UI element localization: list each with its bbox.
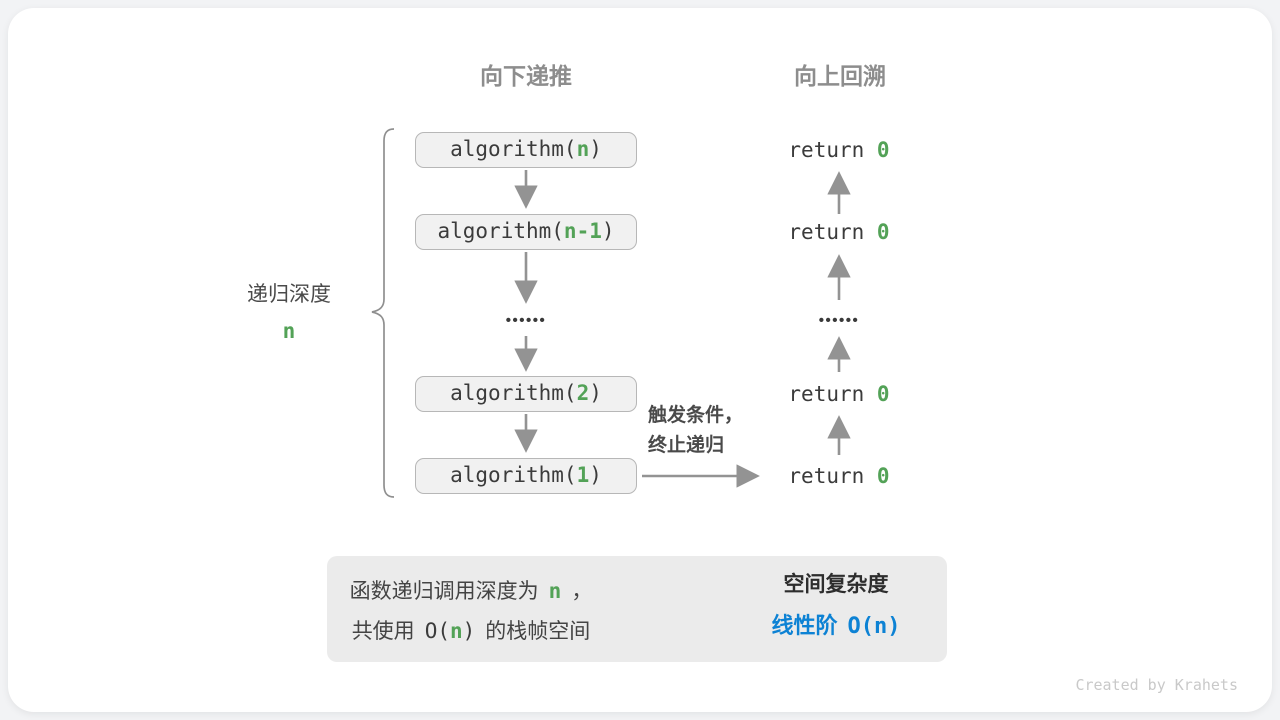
result-text: 线性阶 <box>771 613 838 638</box>
return-value: 0 <box>876 382 890 406</box>
summary-box <box>327 556 947 662</box>
column-header-upward: 向上回溯 <box>794 63 886 89</box>
call-box-arg: 2 <box>576 381 590 405</box>
call-box-algorithm-n-1: algorithm(n-1) <box>415 214 637 250</box>
call-box-algorithm-2: algorithm(2) <box>415 376 637 412</box>
call-box-text: algorithm( <box>450 381 577 405</box>
return-value: 0 <box>876 464 890 488</box>
summary-text: 函数递归调用深度为 <box>349 580 539 603</box>
return-text: return <box>788 220 877 244</box>
summary-text: ， <box>571 580 593 603</box>
base-case-line2: 终止递归 <box>648 435 725 456</box>
call-box-text: ) <box>589 137 602 161</box>
column-header-downward: 向下递推 <box>480 63 572 89</box>
summary-code-O: O( <box>424 619 450 643</box>
return-statement: return 0 <box>729 137 949 163</box>
return-statement: return 0 <box>729 219 949 245</box>
summary-code-n: n <box>449 619 463 643</box>
space-complexity-result: 线性阶 O(n) <box>726 613 946 640</box>
call-box-text: algorithm( <box>450 463 577 487</box>
return-text: return <box>788 382 877 406</box>
call-box-algorithm-1: algorithm(1) <box>415 458 637 494</box>
base-case-line1: 触发条件， <box>648 405 744 426</box>
return-text: return <box>788 464 877 488</box>
call-box-text: ) <box>601 219 615 243</box>
summary-code-close: ) <box>462 619 476 643</box>
ellipsis-upward: •••••• <box>818 312 860 329</box>
return-value: 0 <box>876 220 890 244</box>
return-statement: return 0 <box>729 463 949 489</box>
call-box-text: algorithm( <box>450 137 577 161</box>
recursion-depth-value: n <box>282 319 296 343</box>
recursion-depth-label: 递归深度 <box>247 283 331 306</box>
call-box-text: ) <box>589 463 602 487</box>
call-box-arg: 1 <box>576 463 590 487</box>
summary-left-line2: 共使用 O(n) 的栈帧空间 <box>336 619 606 644</box>
call-box-arg: n <box>576 137 590 161</box>
return-statement: return 0 <box>729 381 949 407</box>
call-box-algorithm-n: algorithm(n) <box>415 132 637 168</box>
base-case-annotation: 触发条件， 终止递归 <box>648 401 768 461</box>
space-complexity-title: 空间复杂度 <box>783 573 889 596</box>
return-text: return <box>788 138 877 162</box>
summary-text: 共使用 <box>351 620 415 643</box>
summary-text: 的栈帧空间 <box>485 620 591 643</box>
call-box-text: ) <box>589 381 602 405</box>
return-value: 0 <box>876 138 890 162</box>
ellipsis-downward: •••••• <box>505 312 547 329</box>
credit-text: Created by Krahets <box>1075 676 1238 694</box>
summary-left-line1: 函数递归调用深度为 n ， <box>336 579 606 604</box>
result-code: O(n) <box>847 614 901 639</box>
call-box-arg: n-1 <box>563 219 602 243</box>
summary-code-n: n <box>548 579 562 603</box>
call-box-text: algorithm( <box>437 219 564 243</box>
